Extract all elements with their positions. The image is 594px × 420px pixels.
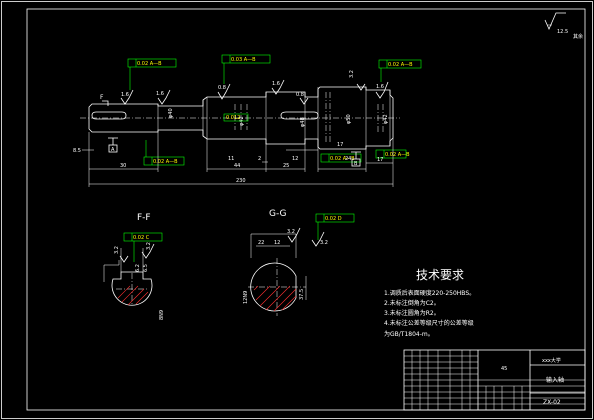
section-mark-f: F: [100, 94, 104, 101]
gdt-frames: 0.02 A—B 0.03 A—B 0.02 A—B 0.012 0.02 A—…: [127, 54, 422, 166]
svg-text:3.2: 3.2: [320, 240, 328, 246]
tech-req-item: 2.未标注倒角为C2。: [384, 299, 440, 307]
roughness-default-value: 12.5: [557, 29, 568, 35]
section-gg-fit: 12N9: [243, 291, 249, 304]
diameter-4: φ50: [346, 114, 352, 124]
tech-req-item: 为GB/T1804-m。: [384, 330, 434, 338]
section-gg-outline: [250, 262, 297, 312]
svg-text:12: 12: [274, 240, 280, 246]
section-ff-fit: 8N9: [159, 310, 165, 320]
svg-text:24: 24: [345, 156, 351, 162]
shaft-outline: [88, 86, 394, 150]
datum-b: B: [354, 161, 358, 167]
title-drawing-no: ZX-02: [543, 399, 561, 406]
svg-text:0.8: 0.8: [218, 85, 226, 91]
keyway-right: [280, 111, 319, 120]
section-ff-title: F-F: [137, 213, 151, 223]
svg-text:11: 11: [228, 156, 234, 162]
section-gg-title: G-G: [269, 209, 287, 219]
svg-text:1.6: 1.6: [376, 84, 384, 90]
section-ff-gdt: 0.02 C: [133, 235, 150, 241]
svg-text:44: 44: [234, 163, 240, 169]
section-gg: G-G 22 12 0.02 D 3.2 3.2 37.5 12N9: [243, 209, 355, 316]
keyway-left: [91, 111, 127, 120]
svg-text:25: 25: [283, 163, 289, 169]
svg-text:12: 12: [292, 156, 298, 162]
svg-text:1.6: 1.6: [121, 92, 129, 98]
svg-text:0.02 A—B: 0.02 A—B: [388, 62, 413, 68]
inner-frame: [26, 8, 586, 411]
svg-text:3.2: 3.2: [146, 242, 152, 250]
svg-text:22: 22: [258, 240, 264, 246]
svg-text:0.02 A—B: 0.02 A—B: [137, 61, 162, 67]
svg-text:1.6: 1.6: [156, 91, 164, 97]
svg-text:0.03 A—B: 0.03 A—B: [231, 57, 256, 63]
svg-text:0.012: 0.012: [226, 115, 240, 121]
svg-text:3.2: 3.2: [349, 70, 355, 78]
dimension-lines: 30 44 25 24 17 230 8.5 12 2 11 17: [73, 132, 394, 187]
svg-text:30: 30: [120, 163, 126, 169]
title-material: 45: [501, 366, 507, 372]
tech-req-item: 3.未标注圆角为R2。: [384, 309, 440, 317]
roughness-symbols: 1.6 1.6 0.8 1.6 0.8 3.2 1.6: [120, 70, 389, 105]
shaft-view: φ40 φ42 φ48 φ50 φ42 F 1.6 1.6 0.8 1.6 0.…: [73, 54, 422, 187]
roughness-default-note: 其余: [573, 33, 583, 40]
datum-a: A: [111, 147, 115, 153]
svg-text:8.5: 8.5: [73, 148, 81, 154]
svg-text:6.5: 6.5: [143, 264, 149, 272]
diameter-5: φ42: [383, 114, 389, 124]
svg-text:0.02 A—B: 0.02 A—B: [153, 159, 178, 165]
tech-req-item: 4.未标注公差等级尺寸的公差等级: [384, 319, 474, 327]
svg-text:3.2: 3.2: [114, 246, 120, 254]
diameter-3: φ48: [300, 117, 306, 127]
svg-text:0.8: 0.8: [296, 92, 304, 98]
section-ff-outline: [111, 271, 153, 306]
svg-text:17: 17: [337, 142, 343, 148]
svg-text:1.6: 1.6: [272, 81, 280, 87]
svg-text:17: 17: [377, 157, 383, 163]
roughness-default: 12.5 其余: [544, 12, 583, 40]
svg-text:2: 2: [258, 156, 261, 162]
tech-req-title: 技术要求: [416, 268, 464, 282]
tech-req-item: 1.调质后表面硬度220-250HBS。: [384, 289, 475, 297]
svg-text:6.2: 6.2: [135, 264, 141, 272]
svg-text:37.5: 37.5: [299, 289, 305, 300]
section-ff: F-F 0.02 C 3.2 3.2 6.2 6.5 8N9: [103, 213, 165, 320]
title-school: xxx大学: [542, 357, 561, 364]
section-gg-gdt: 0.02 D: [325, 216, 342, 222]
title-part-name: 输入轴: [546, 376, 564, 384]
title-block: 45 xxx大学 输入轴 ZX-02: [403, 349, 586, 411]
tech-requirements: 技术要求 1.调质后表面硬度220-250HBS。 2.未标注倒角为C2。 3.…: [384, 268, 475, 338]
svg-text:230: 230: [236, 178, 246, 184]
svg-text:0.02 A—B: 0.02 A—B: [330, 156, 355, 162]
svg-text:0.02 A—B: 0.02 A—B: [385, 152, 410, 158]
diameter-1: φ40: [168, 108, 174, 118]
svg-text:3.2: 3.2: [287, 229, 295, 235]
